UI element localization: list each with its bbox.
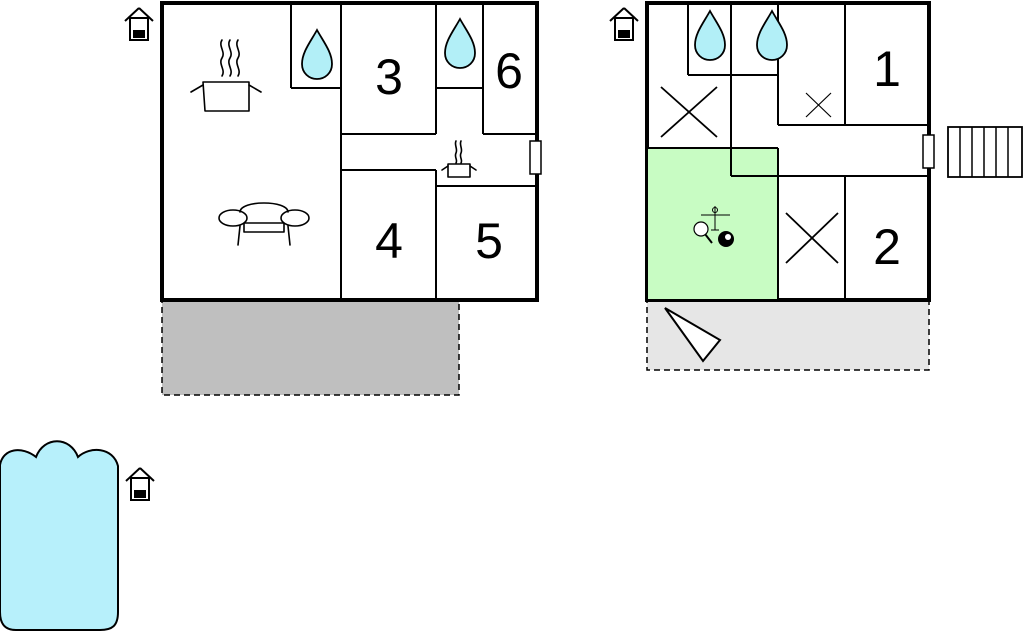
bathroom-drop-icon bbox=[694, 10, 726, 61]
stairs-icon bbox=[947, 126, 1023, 178]
bed-cross-icon bbox=[805, 92, 832, 118]
bathroom-drop-icon bbox=[444, 18, 476, 69]
left-interior-walls bbox=[290, 3, 537, 300]
floor-icon bbox=[124, 7, 154, 41]
bed-cross-icon bbox=[785, 212, 839, 264]
left-terrace bbox=[161, 300, 460, 396]
table-football-icon bbox=[701, 206, 730, 231]
room-number-2: 2 bbox=[873, 219, 901, 275]
room-number-3: 3 bbox=[375, 49, 403, 105]
floor-icon bbox=[609, 7, 639, 41]
kitchen-pot-icon bbox=[190, 39, 262, 112]
door-icon bbox=[922, 134, 935, 169]
room-number-1: 1 bbox=[873, 41, 901, 97]
right-floor-plan: 1 2 bbox=[609, 1, 1023, 371]
room-number-6: 6 bbox=[495, 43, 523, 99]
bed-cross-icon bbox=[660, 86, 718, 138]
game-room bbox=[648, 148, 778, 299]
door-icon bbox=[529, 140, 542, 175]
floor-icon bbox=[125, 467, 155, 501]
billiards-ball-icon bbox=[718, 231, 734, 247]
table-tennis-icon bbox=[693, 221, 713, 244]
left-floor-plan: 3 6 4 5 bbox=[124, 1, 542, 396]
bathroom-drop-icon bbox=[756, 10, 788, 61]
kitchen-pot-icon bbox=[441, 140, 477, 178]
room-number-5: 5 bbox=[475, 213, 503, 269]
swimming-pool bbox=[0, 440, 155, 631]
room-number-4: 4 bbox=[375, 213, 403, 269]
sunshade-icon bbox=[664, 307, 722, 363]
right-interior-walls bbox=[648, 3, 929, 300]
sofa-icon bbox=[218, 202, 310, 246]
bathroom-drop-icon bbox=[301, 29, 333, 80]
